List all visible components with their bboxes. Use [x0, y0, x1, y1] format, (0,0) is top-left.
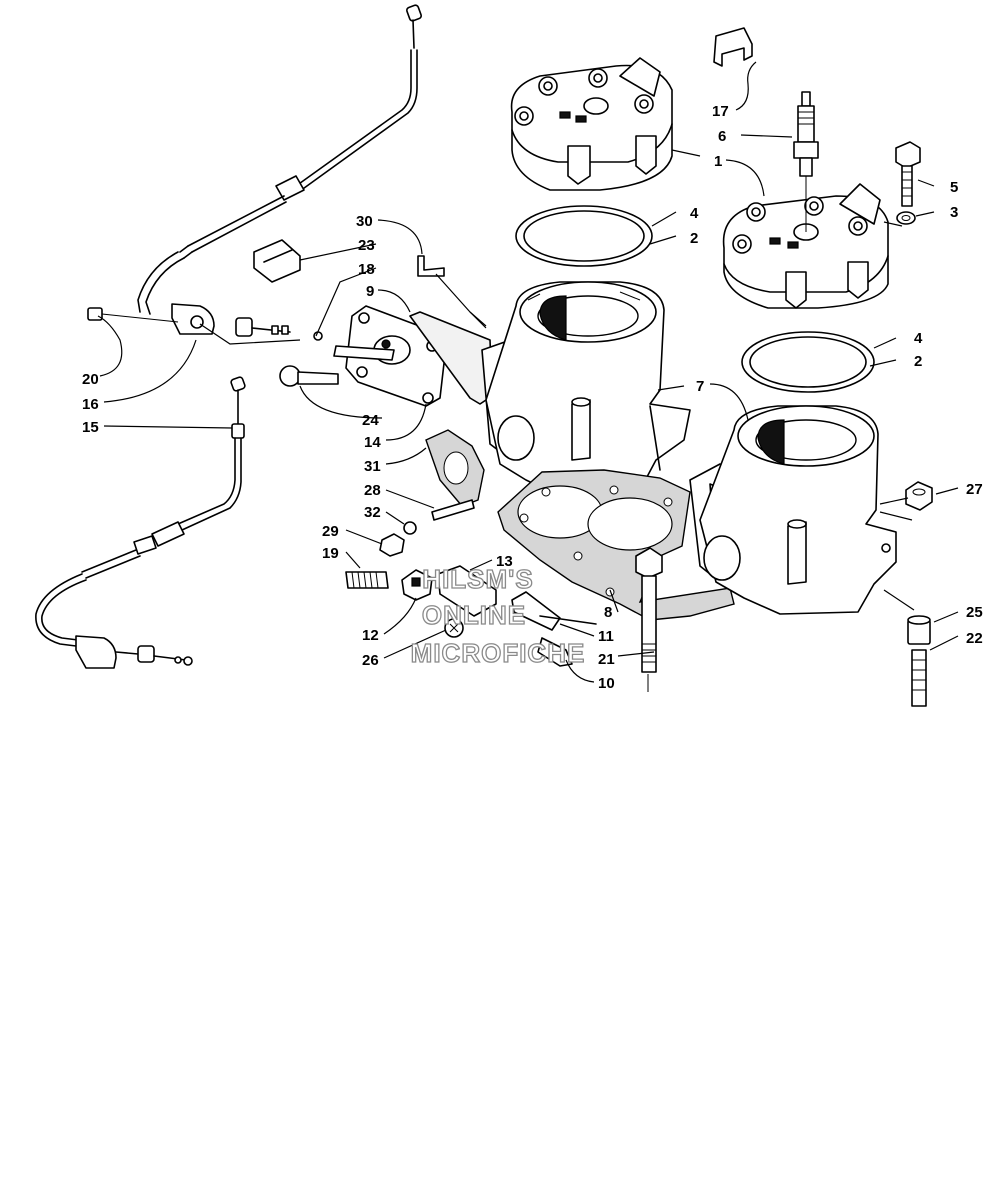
pin-30 [417, 255, 445, 277]
callout-13: 13 [496, 553, 513, 570]
cylinder-rear [689, 405, 897, 615]
callout-6: 6 [718, 128, 726, 145]
clip-17 [713, 27, 753, 67]
cable-nut-parts [235, 317, 323, 341]
washer-32 [403, 521, 417, 535]
bolt-10 [537, 637, 573, 667]
callout-2a: 2 [690, 230, 698, 247]
callout-21: 21 [598, 651, 615, 668]
screw-26 [444, 618, 464, 638]
watermark-line-3: MICROFICHE [411, 638, 586, 668]
callout-2b: 2 [914, 353, 922, 370]
callout-31: 31 [364, 458, 381, 475]
callout-20: 20 [82, 371, 99, 388]
callout-14: 14 [364, 434, 381, 451]
throttle-cable-lower [35, 376, 246, 669]
callout-17: 17 [712, 103, 729, 120]
callout-28: 28 [364, 482, 381, 499]
callout-32: 32 [364, 504, 381, 521]
callout-12: 12 [362, 627, 379, 644]
callout-7: 7 [696, 378, 704, 395]
callout-4b: 4 [914, 330, 923, 347]
bolt-24 [279, 365, 339, 387]
watermark: HILSM'S ONLINE MICROFICHE [410, 563, 586, 668]
sleeve-25 [907, 615, 931, 645]
callout-27: 27 [966, 481, 983, 498]
stud-28 [431, 499, 475, 521]
watermark-line-2: ONLINE [422, 600, 526, 630]
callout-3: 3 [950, 204, 958, 221]
spring-19 [345, 571, 389, 589]
stud-22 [911, 649, 927, 707]
callout-19: 19 [322, 545, 339, 562]
callout-labels: 17 6 1 5 3 4 2 4 2 7 27 25 22 8 11 21 10… [82, 103, 983, 692]
callout-8: 8 [604, 604, 612, 621]
callout-23: 23 [358, 237, 375, 254]
callout-10: 10 [598, 675, 615, 692]
valve-11 [511, 591, 597, 631]
head-gasket-front [515, 205, 653, 267]
leader-lines [97, 61, 959, 683]
bolt-5 [895, 141, 921, 207]
bolt-21 [635, 547, 663, 692]
stud-guide-lines [879, 497, 915, 611]
callout-11: 11 [598, 628, 614, 645]
callout-9: 9 [366, 283, 374, 300]
cable-adjuster-20 [87, 307, 179, 323]
throttle-cable-upper [137, 4, 422, 335]
valve-link-12 [401, 569, 433, 601]
cylinder-front [481, 281, 691, 497]
gasket-31 [425, 429, 485, 507]
callout-29: 29 [322, 523, 339, 540]
valve-plate-13 [437, 565, 497, 617]
callout-22: 22 [966, 630, 983, 647]
watermark-line-1: HILSM'S [422, 564, 533, 594]
callout-4a: 4 [690, 205, 699, 222]
base-gasket-8 [497, 469, 735, 621]
callout-25: 25 [966, 604, 983, 621]
callout-30: 30 [356, 213, 373, 230]
callout-15: 15 [82, 419, 99, 436]
callout-1: 1 [714, 153, 722, 170]
callout-16: 16 [82, 396, 99, 413]
spark-plug-6 [793, 91, 819, 232]
clip-23 [253, 239, 301, 283]
callout-18: 18 [358, 261, 375, 278]
head-gasket-rear [741, 331, 875, 393]
cylinder-head-rear [722, 183, 889, 309]
washer-3 [896, 211, 916, 225]
nut-27 [905, 481, 933, 511]
callout-24: 24 [362, 412, 379, 429]
callout-5: 5 [950, 179, 958, 196]
callout-26: 26 [362, 652, 379, 669]
cylinder-head-front [510, 57, 701, 191]
nut-29 [379, 533, 405, 557]
